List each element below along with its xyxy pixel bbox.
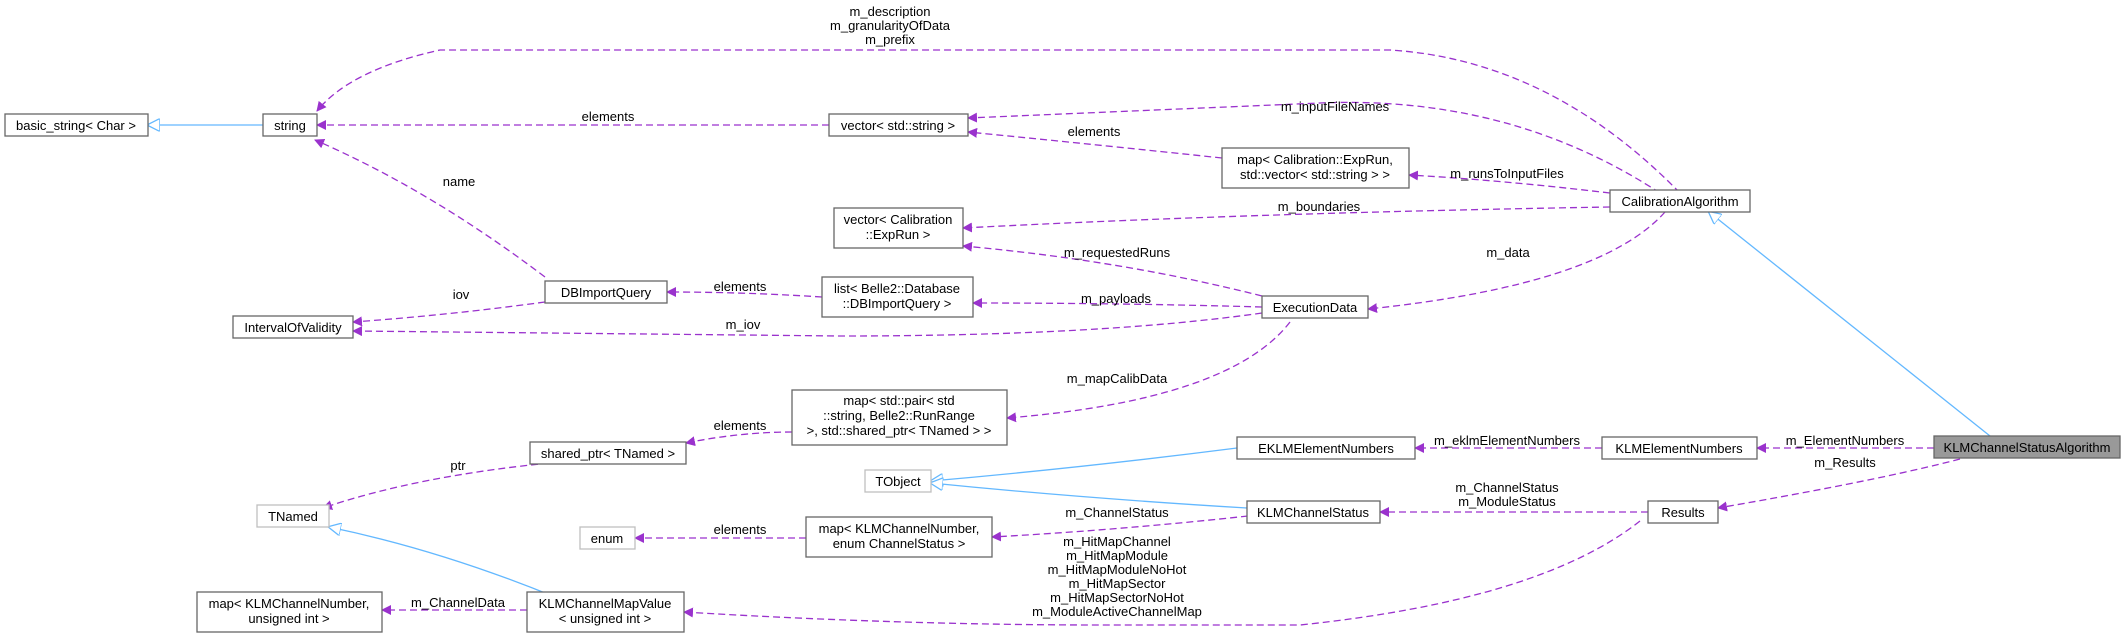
- svg-text:KLMChannelMapValue< unsigned i: KLMChannelMapValue< unsigned int >: [539, 596, 672, 626]
- node-tobject[interactable]: TObject: [864, 469, 932, 493]
- node-klm-channel-status-algorithm[interactable]: KLMChannelStatusAlgorithm: [1933, 435, 2121, 459]
- label-eklm-element-numbers: m_eklmElementNumbers: [1434, 433, 1580, 448]
- label-name: name: [443, 174, 476, 189]
- node-list-db-import-query[interactable]: list< Belle2::Database::DBImportQuery >: [821, 276, 974, 318]
- label-input-file-names: m_inputFileNames: [1281, 99, 1390, 114]
- edge-calibrationalgorithm-vector-string: [967, 101, 1661, 194]
- label-runs-to-input-files: m_runsToInputFiles: [1450, 166, 1564, 181]
- label-results: m_Results: [1814, 455, 1876, 470]
- label-map-pair-elements: elements: [714, 418, 767, 433]
- node-basic-string[interactable]: basic_string< Char >: [4, 113, 149, 137]
- label-element-numbers: m_ElementNumbers: [1786, 433, 1905, 448]
- edge-klmchannelstatusalgorithm-results: [1717, 458, 1961, 512]
- edge-executiondata-map-pair: [1006, 321, 1291, 423]
- svg-text:map< Calibration::ExpRun,std::: map< Calibration::ExpRun,std::vector< st…: [1237, 152, 1393, 182]
- svg-text:TNamed: TNamed: [268, 509, 318, 524]
- edge-executiondata-list: [972, 298, 1263, 309]
- label-m-iov: m_iov: [726, 317, 761, 332]
- label-boundaries: m_boundaries: [1278, 199, 1361, 214]
- node-interval-of-validity[interactable]: IntervalOfValidity: [232, 315, 354, 339]
- node-shared-ptr-tnamed[interactable]: shared_ptr< TNamed >: [529, 441, 687, 465]
- edge-map-exprun-to-vector-string: [967, 127, 1223, 159]
- node-db-import-query[interactable]: DBImportQuery: [544, 280, 668, 304]
- svg-text:string: string: [274, 118, 306, 133]
- svg-text:Results: Results: [1661, 505, 1705, 520]
- label-ptr: ptr: [450, 458, 466, 473]
- node-vector-string[interactable]: vector< std::string >: [828, 113, 969, 137]
- node-string[interactable]: string: [262, 113, 318, 137]
- node-tnamed[interactable]: TNamed: [256, 504, 330, 528]
- svg-text:map< std::pair< std::string, B: map< std::pair< std::string, Belle2::Run…: [807, 393, 992, 438]
- edge-dbimportquery-intervalofvalidity: [352, 301, 546, 327]
- svg-text:enum: enum: [591, 531, 624, 546]
- svg-text:IntervalOfValidity: IntervalOfValidity: [244, 320, 342, 335]
- node-execution-data[interactable]: ExecutionData: [1261, 295, 1369, 319]
- label-map-exprun-elements: elements: [1068, 124, 1121, 139]
- node-calibration-algorithm[interactable]: CalibrationAlgorithm: [1609, 189, 1751, 213]
- svg-text:list< Belle2::Database::DBImpo: list< Belle2::Database::DBImportQuery >: [834, 281, 960, 311]
- node-map-pair-shared-ptr[interactable]: map< std::pair< std::string, Belle2::Run…: [791, 389, 1008, 446]
- label-data: m_data: [1486, 245, 1530, 260]
- edge-executiondata-vector-exprun: [962, 241, 1263, 297]
- svg-text:DBImportQuery: DBImportQuery: [561, 285, 652, 300]
- svg-text:TObject: TObject: [875, 474, 921, 489]
- edge-results-klmchannelmapvalue: [683, 520, 1641, 626]
- svg-text:vector< Calibration::ExpRun >: vector< Calibration::ExpRun >: [844, 212, 953, 242]
- node-results[interactable]: Results: [1647, 500, 1719, 524]
- svg-text:KLMChannelStatusAlgorithm: KLMChannelStatusAlgorithm: [1944, 440, 2111, 455]
- edge-list-to-dbimportquery: [666, 287, 823, 298]
- label-requested-runs: m_requestedRuns: [1064, 245, 1171, 260]
- edge-map-pair-to-shared-ptr: [685, 431, 793, 447]
- node-enum[interactable]: enum: [579, 526, 636, 550]
- edge-eklmelementnumbers-inherits-tobject: [931, 447, 1238, 481]
- label-iov: iov: [453, 287, 470, 302]
- node-vector-calibration-exprun[interactable]: vector< Calibration::ExpRun >: [833, 207, 964, 249]
- edge-klmchannelstatus-map-klm-channel-status: [991, 515, 1249, 542]
- label-channel-data: m_ChannelData: [411, 595, 506, 610]
- svg-text:map< KLMChannelNumber,unsigned: map< KLMChannelNumber,unsigned int >: [209, 596, 370, 626]
- node-klm-channel-map-value[interactable]: KLMChannelMapValue< unsigned int >: [526, 591, 685, 633]
- label-channel-status: m_ChannelStatus: [1065, 505, 1169, 520]
- svg-text:EKLMElementNumbers: EKLMElementNumbers: [1258, 441, 1394, 456]
- label-payloads: m_payloads: [1081, 291, 1152, 306]
- svg-text:map< KLMChannelNumber,enum Cha: map< KLMChannelNumber,enum ChannelStatus…: [819, 521, 980, 551]
- edges: [148, 49, 1991, 626]
- label-enum-elements: elements: [714, 522, 767, 537]
- svg-text:vector< std::string >: vector< std::string >: [841, 118, 955, 133]
- node-map-klm-channel-status[interactable]: map< KLMChannelNumber,enum ChannelStatus…: [805, 516, 993, 558]
- edge-executiondata-intervalofvalidity: [352, 312, 1263, 337]
- edge-dbimportquery-to-string: [314, 139, 546, 278]
- edge-klmchannelstatus-inherits-tobject: [931, 483, 1248, 509]
- label-string-vector-elements: elements: [582, 109, 635, 124]
- edge-calibrationalgorithm-map-exprun: [1408, 170, 1611, 194]
- node-map-klm-channel-unsigned[interactable]: map< KLMChannelNumber,unsigned int >: [196, 591, 383, 633]
- svg-text:KLMChannelStatus: KLMChannelStatus: [1257, 505, 1370, 520]
- node-eklm-element-numbers[interactable]: EKLMElementNumbers: [1236, 436, 1416, 460]
- edge-calibrationalgorithm-vector-exprun: [962, 206, 1611, 233]
- edge-klmchannelstatusalgorithm-inherits-calibrationalgorithm: [1709, 212, 1991, 437]
- node-map-exprun-vector-string[interactable]: map< Calibration::ExpRun,std::vector< st…: [1221, 147, 1410, 189]
- svg-text:ExecutionData: ExecutionData: [1273, 300, 1358, 315]
- nodes: basic_string< Char > string vector< std:…: [4, 113, 2121, 633]
- svg-text:CalibrationAlgorithm: CalibrationAlgorithm: [1621, 194, 1738, 209]
- edge-shared-ptr-to-tnamed: [322, 461, 561, 510]
- node-klm-element-numbers[interactable]: KLMElementNumbers: [1601, 436, 1758, 460]
- svg-text:shared_ptr< TNamed >: shared_ptr< TNamed >: [541, 446, 675, 461]
- edge-calibrationalgorithm-executiondata: [1367, 211, 1666, 314]
- edge-calibrationalgorithm-string-desc: [316, 49, 1681, 194]
- edge-klmchannelmapvalue-inherits-tnamed: [329, 527, 556, 598]
- node-klm-channel-status[interactable]: KLMChannelStatus: [1246, 500, 1381, 524]
- svg-text:KLMElementNumbers: KLMElementNumbers: [1615, 441, 1743, 456]
- svg-text:basic_string< Char >: basic_string< Char >: [16, 118, 136, 133]
- label-list-elements: elements: [714, 279, 767, 294]
- label-map-calib-data: m_mapCalibData: [1067, 371, 1168, 386]
